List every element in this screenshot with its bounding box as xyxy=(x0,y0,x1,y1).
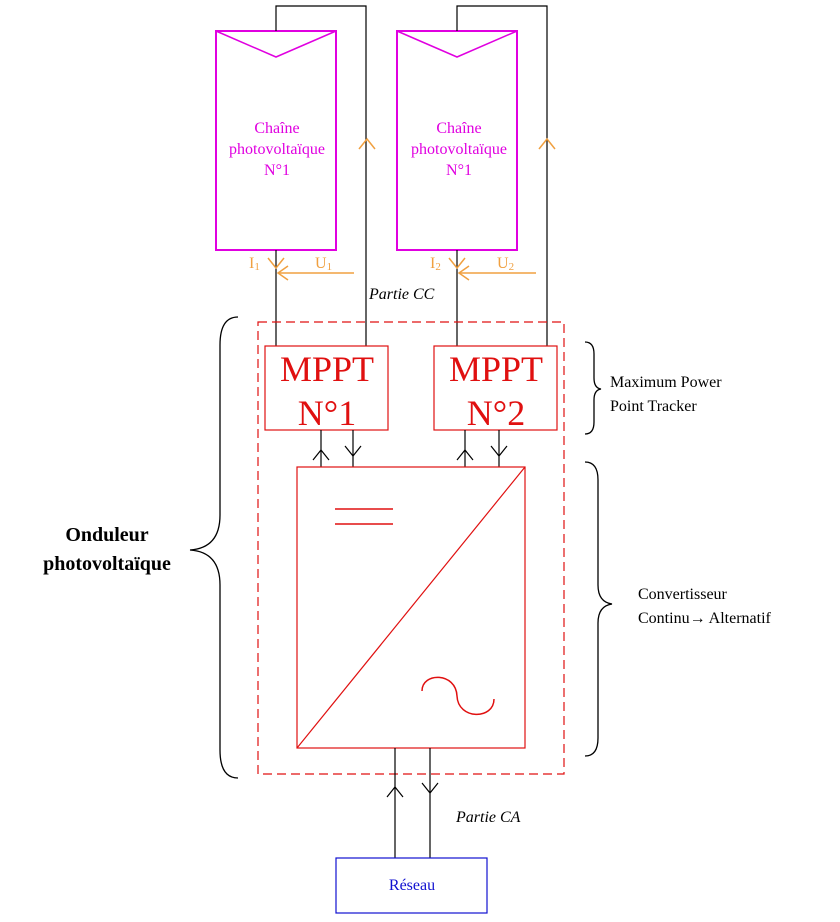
mppt-2-title: MPPT xyxy=(449,349,543,389)
pv-string-1-arrows xyxy=(267,137,376,281)
mppt-1-block: MPPT N°1 xyxy=(264,345,389,433)
ac-part-label: Partie CA xyxy=(455,809,521,826)
pv-string-1-voltage-label: U1 xyxy=(315,255,332,273)
mppt-2-block: MPPT N°2 xyxy=(433,345,558,433)
dc-part-label: Partie CC xyxy=(368,286,435,303)
pv-string-2-current-label: I2 xyxy=(430,255,441,273)
inverter-enclosure xyxy=(257,321,565,775)
pv-string-2: Chaîne photovoltaïque N°1 xyxy=(396,30,518,251)
up-arrow-icon xyxy=(312,449,330,461)
voltage-up-arrow-icon xyxy=(358,137,376,150)
mppt-description-line1: Maximum Power xyxy=(610,374,722,391)
up-arrow-icon xyxy=(456,449,474,461)
converter-brace-icon xyxy=(584,461,613,757)
current-down-arrow-icon xyxy=(267,257,285,270)
inverter-label-line2: photovoltaïque xyxy=(43,553,171,575)
inverter-label-line1: Onduleur xyxy=(65,524,148,546)
voltage-up-arrow-icon xyxy=(538,137,556,150)
pv-string-2-label-line3: N°1 xyxy=(446,162,472,179)
pv-string-1-label-line2: photovoltaïque xyxy=(229,141,325,158)
mppt-brace-icon xyxy=(584,341,602,435)
pv-string-2-label-line2: photovoltaïque xyxy=(411,141,507,158)
down-arrow-icon xyxy=(490,445,508,457)
pv-string-2-wiring xyxy=(456,5,548,346)
pv-string-1: Chaîne photovoltaïque N°1 xyxy=(215,30,337,251)
pv-string-2-voltage-label: U2 xyxy=(497,255,514,273)
pv-string-2-arrows xyxy=(448,137,556,281)
ac-grid-links xyxy=(386,748,439,858)
ac-sine-icon xyxy=(421,676,495,716)
pv-string-1-label-line1: Chaîne xyxy=(254,120,299,137)
current-down-arrow-icon xyxy=(448,257,466,270)
converter-description-line2: Continu→ Alternatif xyxy=(638,610,772,627)
grid-label: Réseau xyxy=(389,877,435,894)
mppt-converter-links xyxy=(312,430,508,467)
inverter-brace-icon xyxy=(189,316,239,779)
pv-string-2-label-line1: Chaîne xyxy=(436,120,481,137)
converter-description-line1: Convertisseur xyxy=(638,586,728,603)
down-arrow-icon xyxy=(344,445,362,457)
pv-string-1-current-label: I1 xyxy=(249,255,260,273)
mppt-1-number: N°1 xyxy=(298,393,356,433)
pv-string-1-wiring xyxy=(275,5,367,346)
mppt-description-line2: Point Tracker xyxy=(610,398,697,415)
grid-block: Réseau xyxy=(335,857,488,914)
mppt-2-number: N°2 xyxy=(467,393,525,433)
pv-string-1-label-line3: N°1 xyxy=(264,162,290,179)
down-arrow-icon xyxy=(421,782,439,794)
mppt-1-title: MPPT xyxy=(280,349,374,389)
dc-ac-converter xyxy=(296,466,526,749)
dc-symbol-icon xyxy=(335,508,393,525)
up-arrow-icon xyxy=(386,786,404,798)
